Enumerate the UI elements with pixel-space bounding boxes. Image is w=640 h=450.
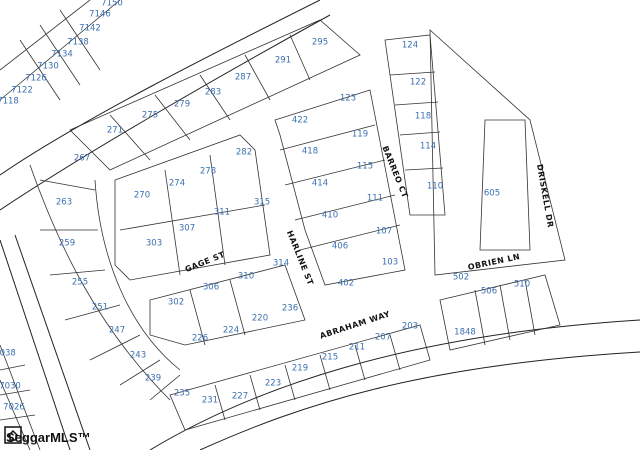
lot-number: 111	[367, 194, 383, 204]
lot-number: 278	[200, 167, 216, 177]
lot-number: 226	[192, 334, 208, 344]
lot-number: 315	[254, 198, 270, 208]
lot-number: 251	[92, 303, 108, 313]
lot-number: 124	[402, 41, 418, 51]
lot-number: 275	[142, 111, 158, 121]
lot-number: 7146	[89, 10, 111, 20]
lot-number: 103	[382, 258, 398, 268]
house-logo-icon	[4, 426, 22, 444]
lot-number: 7118	[0, 97, 19, 107]
watermark-text: SeggarMLS™	[6, 429, 91, 445]
lot-number: 1848	[454, 328, 476, 338]
lot-number: 203	[402, 322, 418, 332]
lot-number: 311	[214, 208, 230, 218]
lot-number: 510	[514, 280, 530, 290]
lot-number: 307	[179, 224, 195, 234]
lot-number: 239	[145, 374, 161, 384]
lot-number: 283	[205, 88, 221, 98]
lot-number: 402	[338, 279, 354, 289]
lot-number: 314	[273, 259, 289, 269]
lot-number: 118	[415, 112, 431, 122]
lot-number: 7142	[79, 24, 101, 34]
lot-number: 114	[420, 142, 436, 152]
lot-number: 422	[292, 116, 308, 126]
lot-number: 107	[376, 227, 392, 237]
lot-number: 303	[146, 239, 162, 249]
lot-number: 291	[275, 56, 291, 66]
lot-number: 119	[352, 130, 368, 140]
lot-number: 270	[134, 191, 150, 201]
lot-number: 110	[427, 182, 443, 192]
lot-number: 259	[59, 239, 75, 249]
lot-number: 506	[481, 287, 497, 297]
lot-number: 219	[292, 364, 308, 374]
lot-number: 122	[410, 78, 426, 88]
street-name: GAGE ST	[184, 250, 227, 274]
lot-number: 247	[109, 326, 125, 336]
lot-number: 267	[74, 154, 90, 164]
lot-number: 406	[332, 242, 348, 252]
lot-number: 287	[235, 73, 251, 83]
lot-number: 7038	[0, 349, 16, 359]
lot-number: 310	[238, 272, 254, 282]
lot-number: 7150	[101, 0, 123, 9]
lot-number: 236	[282, 304, 298, 314]
lot-number: 211	[349, 343, 365, 353]
lot-number: 7134	[51, 50, 73, 60]
lot-number: 306	[203, 283, 219, 293]
lot-number: 282	[236, 148, 252, 158]
lot-number: 410	[322, 211, 338, 221]
lot-number: 7126	[25, 74, 47, 84]
lot-number: 227	[232, 392, 248, 402]
lot-number: 235	[174, 389, 190, 399]
lot-number: 7130	[37, 62, 59, 72]
lot-number: 302	[168, 298, 184, 308]
lot-number: 207	[375, 333, 391, 343]
lot-number: 414	[312, 179, 328, 189]
lot-number: 418	[302, 147, 318, 157]
lot-number: 7026	[3, 403, 25, 413]
lot-number: 224	[223, 326, 239, 336]
lot-number: 7138	[67, 38, 89, 48]
lot-number: 295	[312, 38, 328, 48]
lot-number: 7030	[0, 382, 21, 392]
lot-number: 115	[357, 162, 373, 172]
lot-number: 502	[453, 273, 469, 283]
lot-number: 255	[72, 278, 88, 288]
lot-number: 220	[252, 314, 268, 324]
lot-number: 223	[265, 379, 281, 389]
street-name: BARREO CT	[380, 145, 409, 200]
street-name: DRISKELL DR	[535, 163, 555, 228]
lot-number: 263	[56, 198, 72, 208]
lot-number: 215	[322, 353, 338, 363]
lot-number: 123	[340, 94, 356, 104]
street-name: OBRIEN LN	[467, 252, 521, 272]
lot-number: 243	[130, 351, 146, 361]
lot-number: 605	[484, 189, 500, 199]
lot-number: 231	[202, 396, 218, 406]
lot-number: 7122	[11, 86, 33, 96]
mls-watermark: SeggarMLS™	[4, 426, 91, 448]
lot-number: 279	[174, 100, 190, 110]
lot-number: 274	[169, 179, 185, 189]
lot-number: 271	[107, 126, 123, 136]
street-name: HARLINE ST	[285, 229, 315, 286]
